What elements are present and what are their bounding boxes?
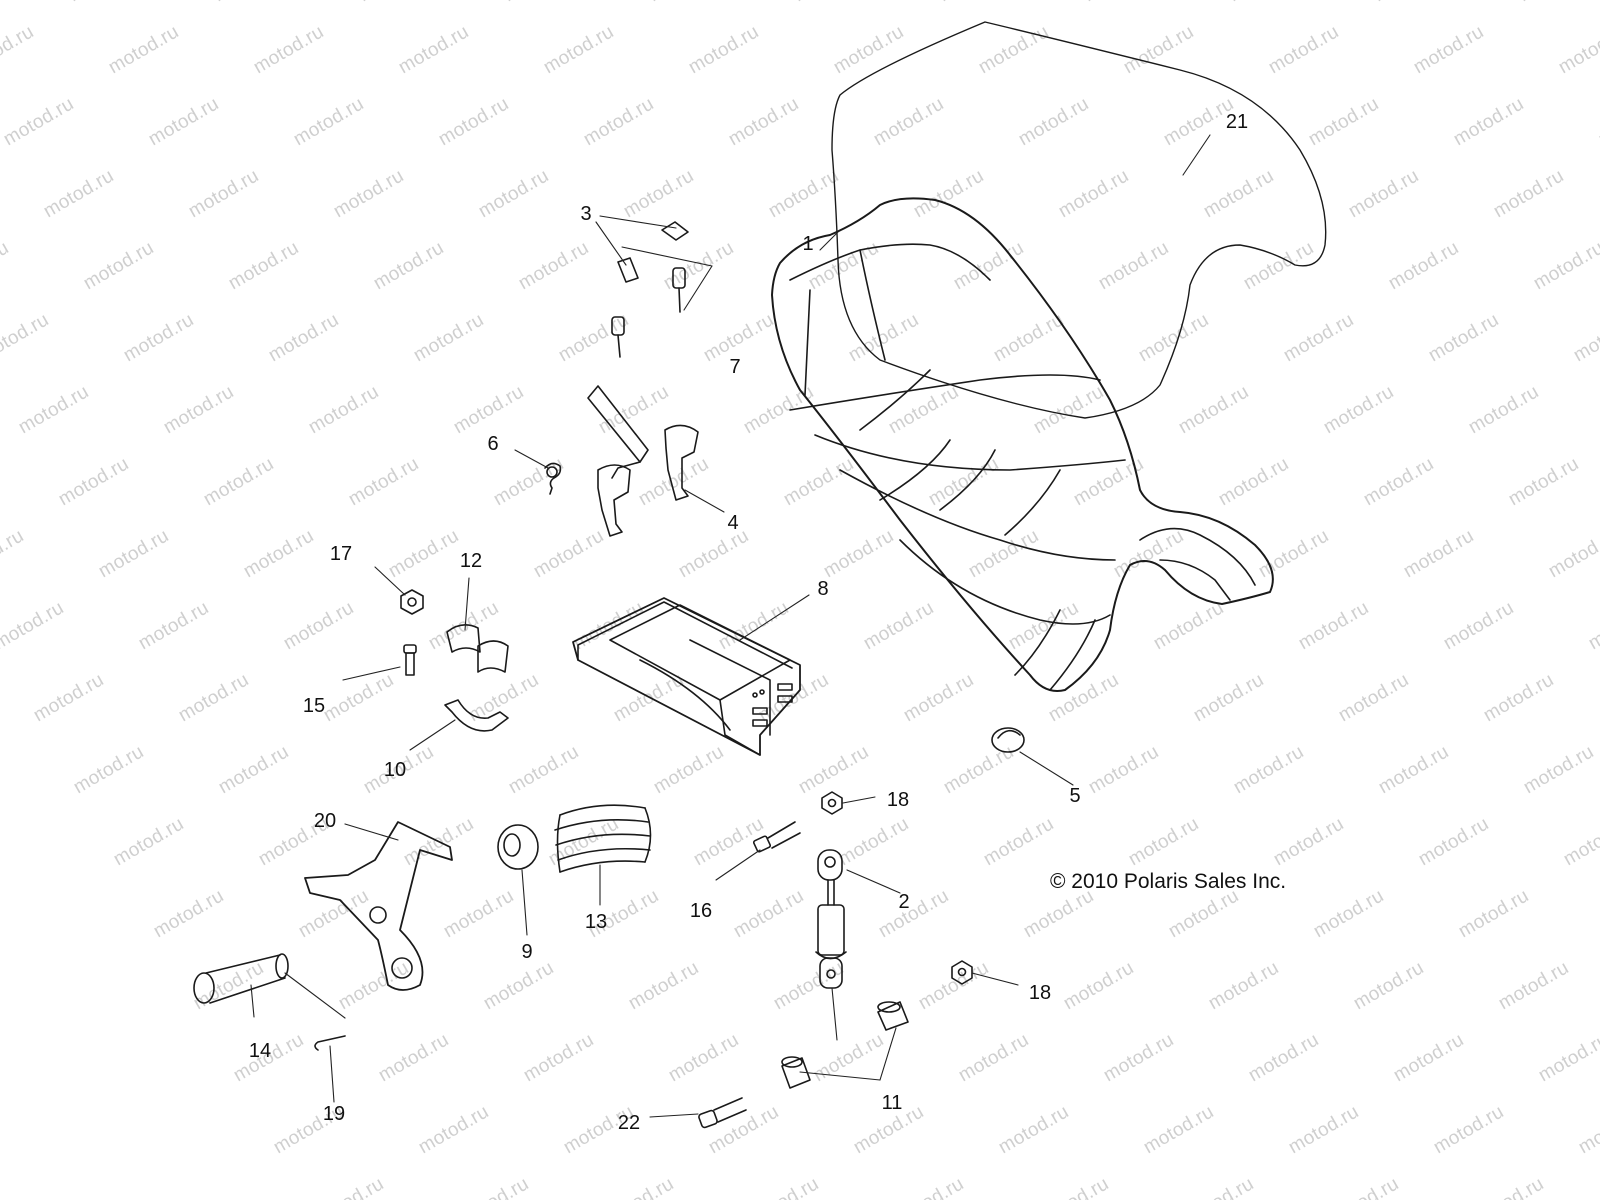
coil-spring xyxy=(555,805,651,872)
callout-label: 17 xyxy=(330,543,352,565)
copyright-notice: © 2010 Polaris Sales Inc. xyxy=(1050,870,1286,893)
callout-label: 22 xyxy=(618,1112,640,1134)
mount-bracket xyxy=(305,822,452,990)
grommet xyxy=(992,728,1024,752)
spring-seat xyxy=(498,825,538,869)
callout-label: 18 xyxy=(887,789,909,811)
cotter-pin xyxy=(315,1036,345,1050)
seat-assembly xyxy=(772,198,1273,691)
callout-label: 5 xyxy=(1069,785,1080,807)
seat-cover xyxy=(832,22,1326,418)
callout-label: 10 xyxy=(384,759,406,781)
callout-label: 18 xyxy=(1029,982,1051,1004)
callout-labels: 1 2 3 4 5 6 7 8 9 10 11 12 13 14 15 16 1… xyxy=(249,111,1248,1134)
callout-label: 19 xyxy=(323,1103,345,1125)
bushing xyxy=(782,1002,908,1088)
callout-label: 21 xyxy=(1226,111,1248,133)
callout-label: 12 xyxy=(460,550,482,572)
callout-label: 3 xyxy=(580,203,591,225)
callout-label: 2 xyxy=(898,891,909,913)
clamp-bushing xyxy=(447,625,508,672)
shock-absorber xyxy=(816,850,846,988)
callout-label: 6 xyxy=(487,433,498,455)
leader-lines xyxy=(250,134,1211,1118)
bolt xyxy=(404,645,416,675)
callout-label: 16 xyxy=(690,900,712,922)
callout-label: 4 xyxy=(727,512,738,534)
pivot-pin xyxy=(194,954,288,1003)
callout-label: 1 xyxy=(802,233,813,255)
callout-label: 14 xyxy=(249,1040,271,1062)
pin xyxy=(612,268,685,357)
callout-label: 11 xyxy=(882,1092,903,1114)
bolt xyxy=(698,1098,746,1128)
callout-label: 9 xyxy=(521,941,532,963)
nut xyxy=(822,792,842,814)
callout-label: 7 xyxy=(729,356,740,378)
nut xyxy=(952,961,972,984)
clamp xyxy=(445,700,508,731)
callout-label: 13 xyxy=(585,911,607,933)
spring-clip xyxy=(545,463,560,494)
callout-label: 15 xyxy=(303,695,325,717)
callout-label: 8 xyxy=(817,578,828,600)
latch-assembly xyxy=(588,386,698,536)
clip xyxy=(618,222,688,282)
seat-base-tray xyxy=(573,598,800,755)
nut xyxy=(401,590,423,614)
bolt xyxy=(753,822,800,852)
callout-label: 20 xyxy=(314,810,336,832)
